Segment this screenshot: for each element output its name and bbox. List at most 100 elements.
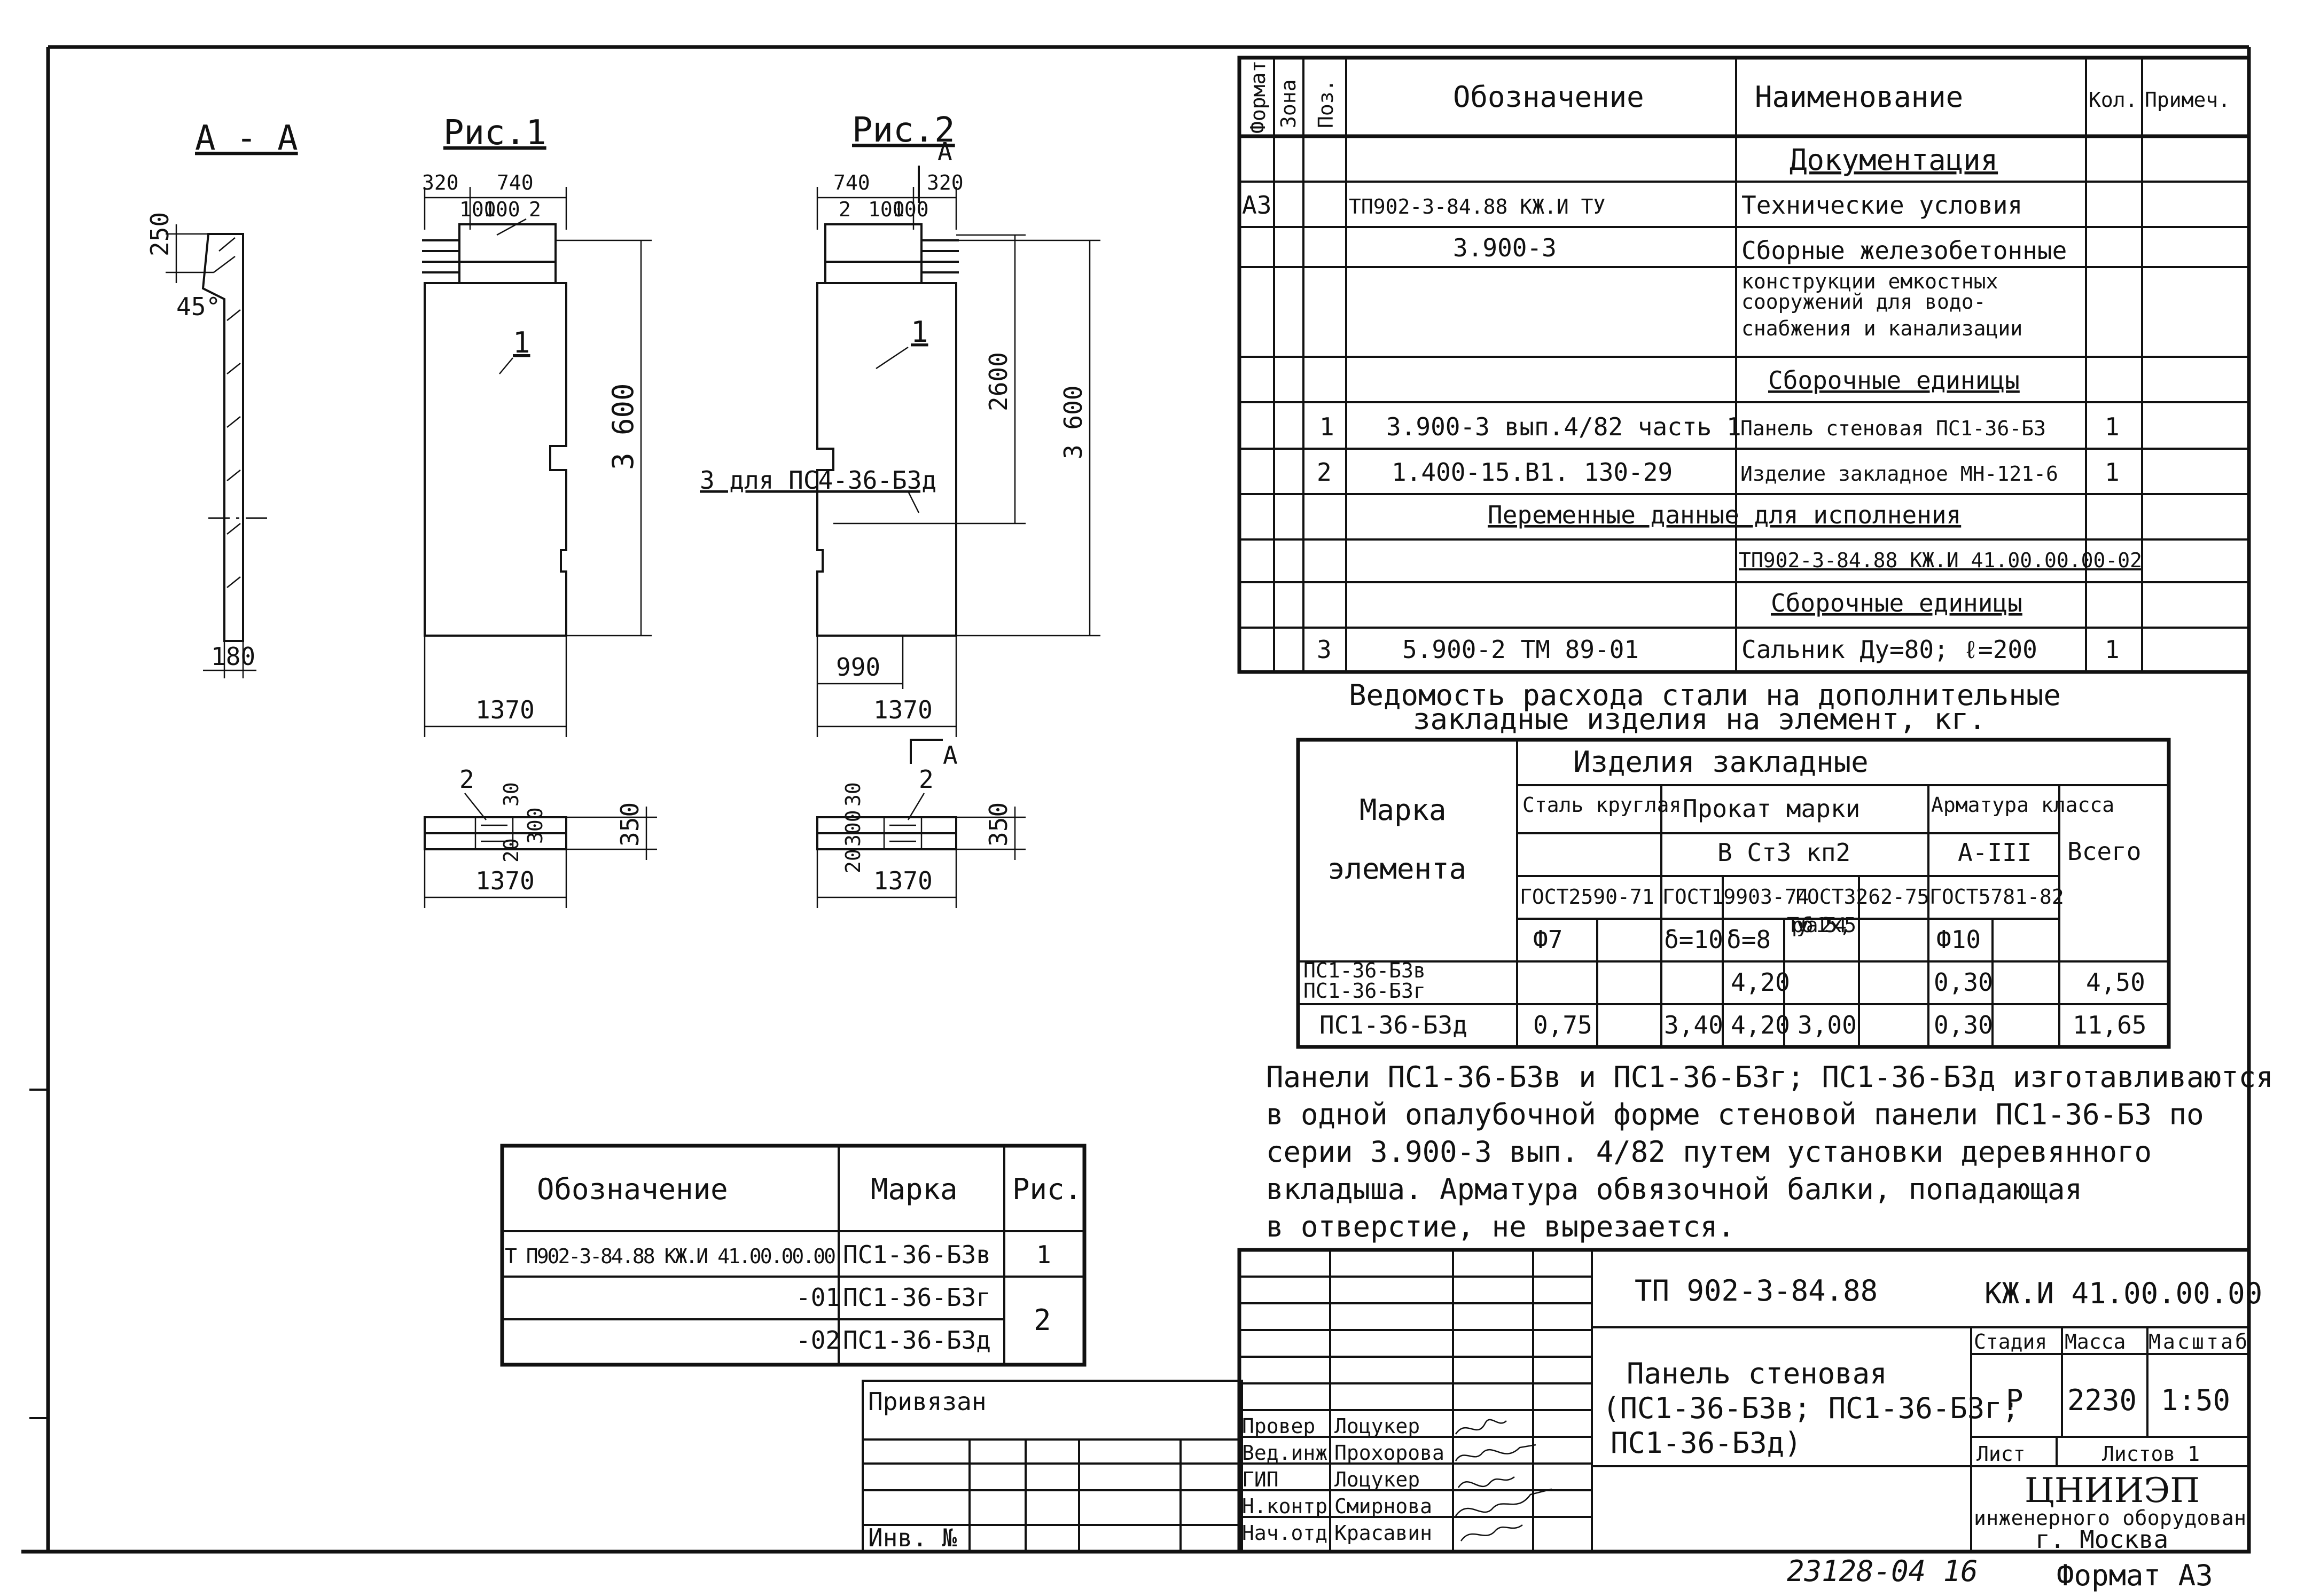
marks-header-mark: Марка bbox=[871, 1172, 958, 1206]
spec-row-name: Сальник Ду=80; ℓ=200 bbox=[1741, 635, 2037, 664]
spec-section-variable: Переменные данные для исполнения bbox=[1488, 500, 1961, 529]
spec-header-note: Примеч. bbox=[2145, 88, 2230, 112]
spec-header-name: Наименование bbox=[1755, 80, 1963, 114]
dim-740: 740 bbox=[833, 171, 870, 194]
figure-1-label: Рис.1 bbox=[443, 113, 546, 153]
dim-2600: 2600 bbox=[984, 352, 1013, 411]
spec-row-name: Технические условия bbox=[1741, 191, 2022, 220]
marks-row-oboz: -01 bbox=[796, 1283, 840, 1312]
steel-gost: ГОСТ2590-71 bbox=[1520, 885, 1654, 909]
dim-320: 320 bbox=[927, 171, 964, 194]
title-name: Панель стеновая bbox=[1627, 1357, 1887, 1390]
sheet-label: Лист bbox=[1976, 1442, 2026, 1466]
section-a-a: А - А 250 45° 180 bbox=[145, 119, 298, 678]
spec-row-oboz: ТП902-3-84.88 КЖ.И ТУ bbox=[1349, 195, 1605, 218]
person-role: ГИП bbox=[1242, 1468, 1279, 1491]
steel-cell: 0,75 bbox=[1533, 1011, 1592, 1039]
steel-consumption: Ведомость расхода стали на дополнительны… bbox=[1296, 678, 2171, 1049]
inventory-label: Инв. № bbox=[868, 1523, 957, 1552]
signatures bbox=[1455, 1419, 1552, 1542]
spec-row-lines bbox=[1239, 181, 2249, 629]
callout-2: 2 bbox=[459, 765, 474, 794]
mass-header: Масса bbox=[2065, 1330, 2126, 1354]
person-name: Лоцукер bbox=[1334, 1468, 1420, 1491]
binding-label: Привязан bbox=[868, 1387, 987, 1416]
cut-mark: А bbox=[937, 137, 952, 166]
steel-dim: Ф7 bbox=[1533, 925, 1562, 954]
spec-header-kol: Кол. bbox=[2089, 88, 2138, 112]
note-line: Панели ПС1-36-Б3в и ПС1-36-Б3г; ПС1-36-Б… bbox=[1266, 1060, 2273, 1094]
dim-100: 100 bbox=[868, 198, 905, 221]
steel-cell: 3,00 bbox=[1798, 1011, 1857, 1039]
title-code-kzhi: КЖ.И 41.00.00.00 bbox=[1985, 1277, 2262, 1310]
steel-header-grade: В Ст3 кп2 bbox=[1717, 838, 1850, 867]
spec-row-name: снабжения и канализации bbox=[1741, 317, 2022, 340]
title-name: ПС1-36-Б3д) bbox=[1611, 1426, 1802, 1460]
section-label: А - А bbox=[195, 119, 298, 158]
steel-header-items: Изделия закладные bbox=[1573, 745, 1869, 779]
dim-1370: 1370 bbox=[475, 866, 535, 895]
stage-header: Стадия bbox=[1974, 1330, 2047, 1354]
spec-row-oboz: 3.900-3 bbox=[1453, 233, 1557, 262]
steel-header-total: Всего bbox=[2067, 837, 2141, 866]
spec-header-oboz: Обозначение bbox=[1453, 80, 1644, 114]
spec-section-assembly: Сборочные единицы bbox=[1771, 589, 2022, 617]
steel-cell: 0,30 bbox=[1934, 1011, 1993, 1039]
dim-1370: 1370 bbox=[873, 695, 933, 724]
steel-row2-mark: ПС1-36-Б3д bbox=[1319, 1011, 1467, 1039]
spec-row-kol: 1 bbox=[2105, 412, 2120, 441]
marks-row-oboz: Т П902-3-84.88 КЖ.И 41.00.00.00 bbox=[505, 1245, 836, 1268]
spec-row-oboz: 5.900-2 ТМ 89-01 bbox=[1402, 635, 1639, 664]
spec-row-name: Сборные железобетонные bbox=[1741, 236, 2067, 265]
dim-3600: 3 600 bbox=[606, 383, 640, 470]
spec-row-name: Панель стеновая ПС1-36-Б3 bbox=[1740, 417, 2046, 440]
dim-100: 100 bbox=[459, 198, 496, 221]
dim-20: 20 bbox=[499, 838, 523, 863]
spec-row-name: конструкции емкостных bbox=[1741, 270, 1998, 293]
note-line: вкладыша. Арматура обвязочной балки, поп… bbox=[1266, 1172, 2082, 1206]
figure-2-label: Рис.2 bbox=[852, 111, 955, 150]
spec-row-oboz: 1.400-15.В1. 130-29 bbox=[1392, 458, 1673, 487]
steel-header-rolled: Прокат марки bbox=[1683, 794, 1860, 823]
figure-2: Рис.2 А 740 320 2 100 100 1 3 для ПС4-36… bbox=[700, 111, 1100, 770]
spec-header-pos: Поз. bbox=[1314, 79, 1338, 128]
steel-gost: ГОСТ5781-82 bbox=[1929, 885, 2064, 909]
spec-header-format: Формат bbox=[1246, 60, 1270, 134]
steel-row1-mark: ПС1-36-Б3г bbox=[1303, 979, 1426, 1003]
marks-row-oboz: -02 bbox=[796, 1326, 840, 1355]
note-line: серии 3.900-3 вып. 4/82 путем установки … bbox=[1266, 1135, 2152, 1169]
person-role: Н.контр bbox=[1242, 1495, 1327, 1518]
binding-stamp: Привязан Инв. № bbox=[862, 1380, 1243, 1553]
marks-table: Обозначение Марка Рис. Т П902-3-84.88 КЖ… bbox=[500, 1144, 1087, 1367]
dim-350: 350 bbox=[615, 802, 644, 847]
dim-990: 990 bbox=[836, 653, 880, 682]
marks-row-mark: ПС1-36-Б3в bbox=[843, 1240, 991, 1269]
spec-section-assembly: Сборочные единицы bbox=[1768, 366, 2020, 395]
steel-cell: 4,50 bbox=[2086, 968, 2145, 997]
scale-value: 1:50 bbox=[2161, 1383, 2230, 1417]
person-role: Провер bbox=[1242, 1414, 1315, 1438]
steel-header-rebar: Арматура класса bbox=[1931, 793, 2114, 817]
mass-value: 2230 bbox=[2067, 1383, 2137, 1417]
dim-180: 180 bbox=[211, 642, 255, 671]
steel-gost: ГОСТ19903-74 bbox=[1662, 885, 1809, 909]
callout-2: 2 bbox=[529, 198, 541, 221]
document-number: 23128-04 16 bbox=[1787, 1554, 1978, 1588]
dim-300: 300 bbox=[841, 810, 865, 847]
dim-30: 30 bbox=[841, 782, 865, 807]
steel-title-line1: Ведомость расхода стали на дополнительны… bbox=[1349, 678, 2061, 712]
dim-250: 250 bbox=[145, 212, 174, 256]
steel-header-element: элемента bbox=[1327, 852, 1466, 886]
spec-row-kol: 1 bbox=[2105, 635, 2120, 664]
organization-sub: инженерного оборудован bbox=[1974, 1506, 2246, 1530]
person-name: Лоцукер bbox=[1334, 1414, 1420, 1438]
title-name: (ПС1-36-Б3в; ПС1-36-Б3г; bbox=[1603, 1391, 2019, 1425]
spec-row-name: Изделие закладное МН-121-6 bbox=[1740, 462, 2058, 486]
dim-30: 30 bbox=[499, 782, 523, 807]
figure-1: Рис.1 320 740 100 100 2 1 3 600 1370 bbox=[422, 113, 652, 737]
spec-section-documentation: Документация bbox=[1790, 143, 1998, 177]
plan-view-2: 2 30 300 20 350 1370 bbox=[816, 765, 1026, 908]
spec-row-kol: 1 bbox=[2105, 458, 2120, 487]
marks-row-fig: 2 bbox=[1034, 1303, 1051, 1337]
